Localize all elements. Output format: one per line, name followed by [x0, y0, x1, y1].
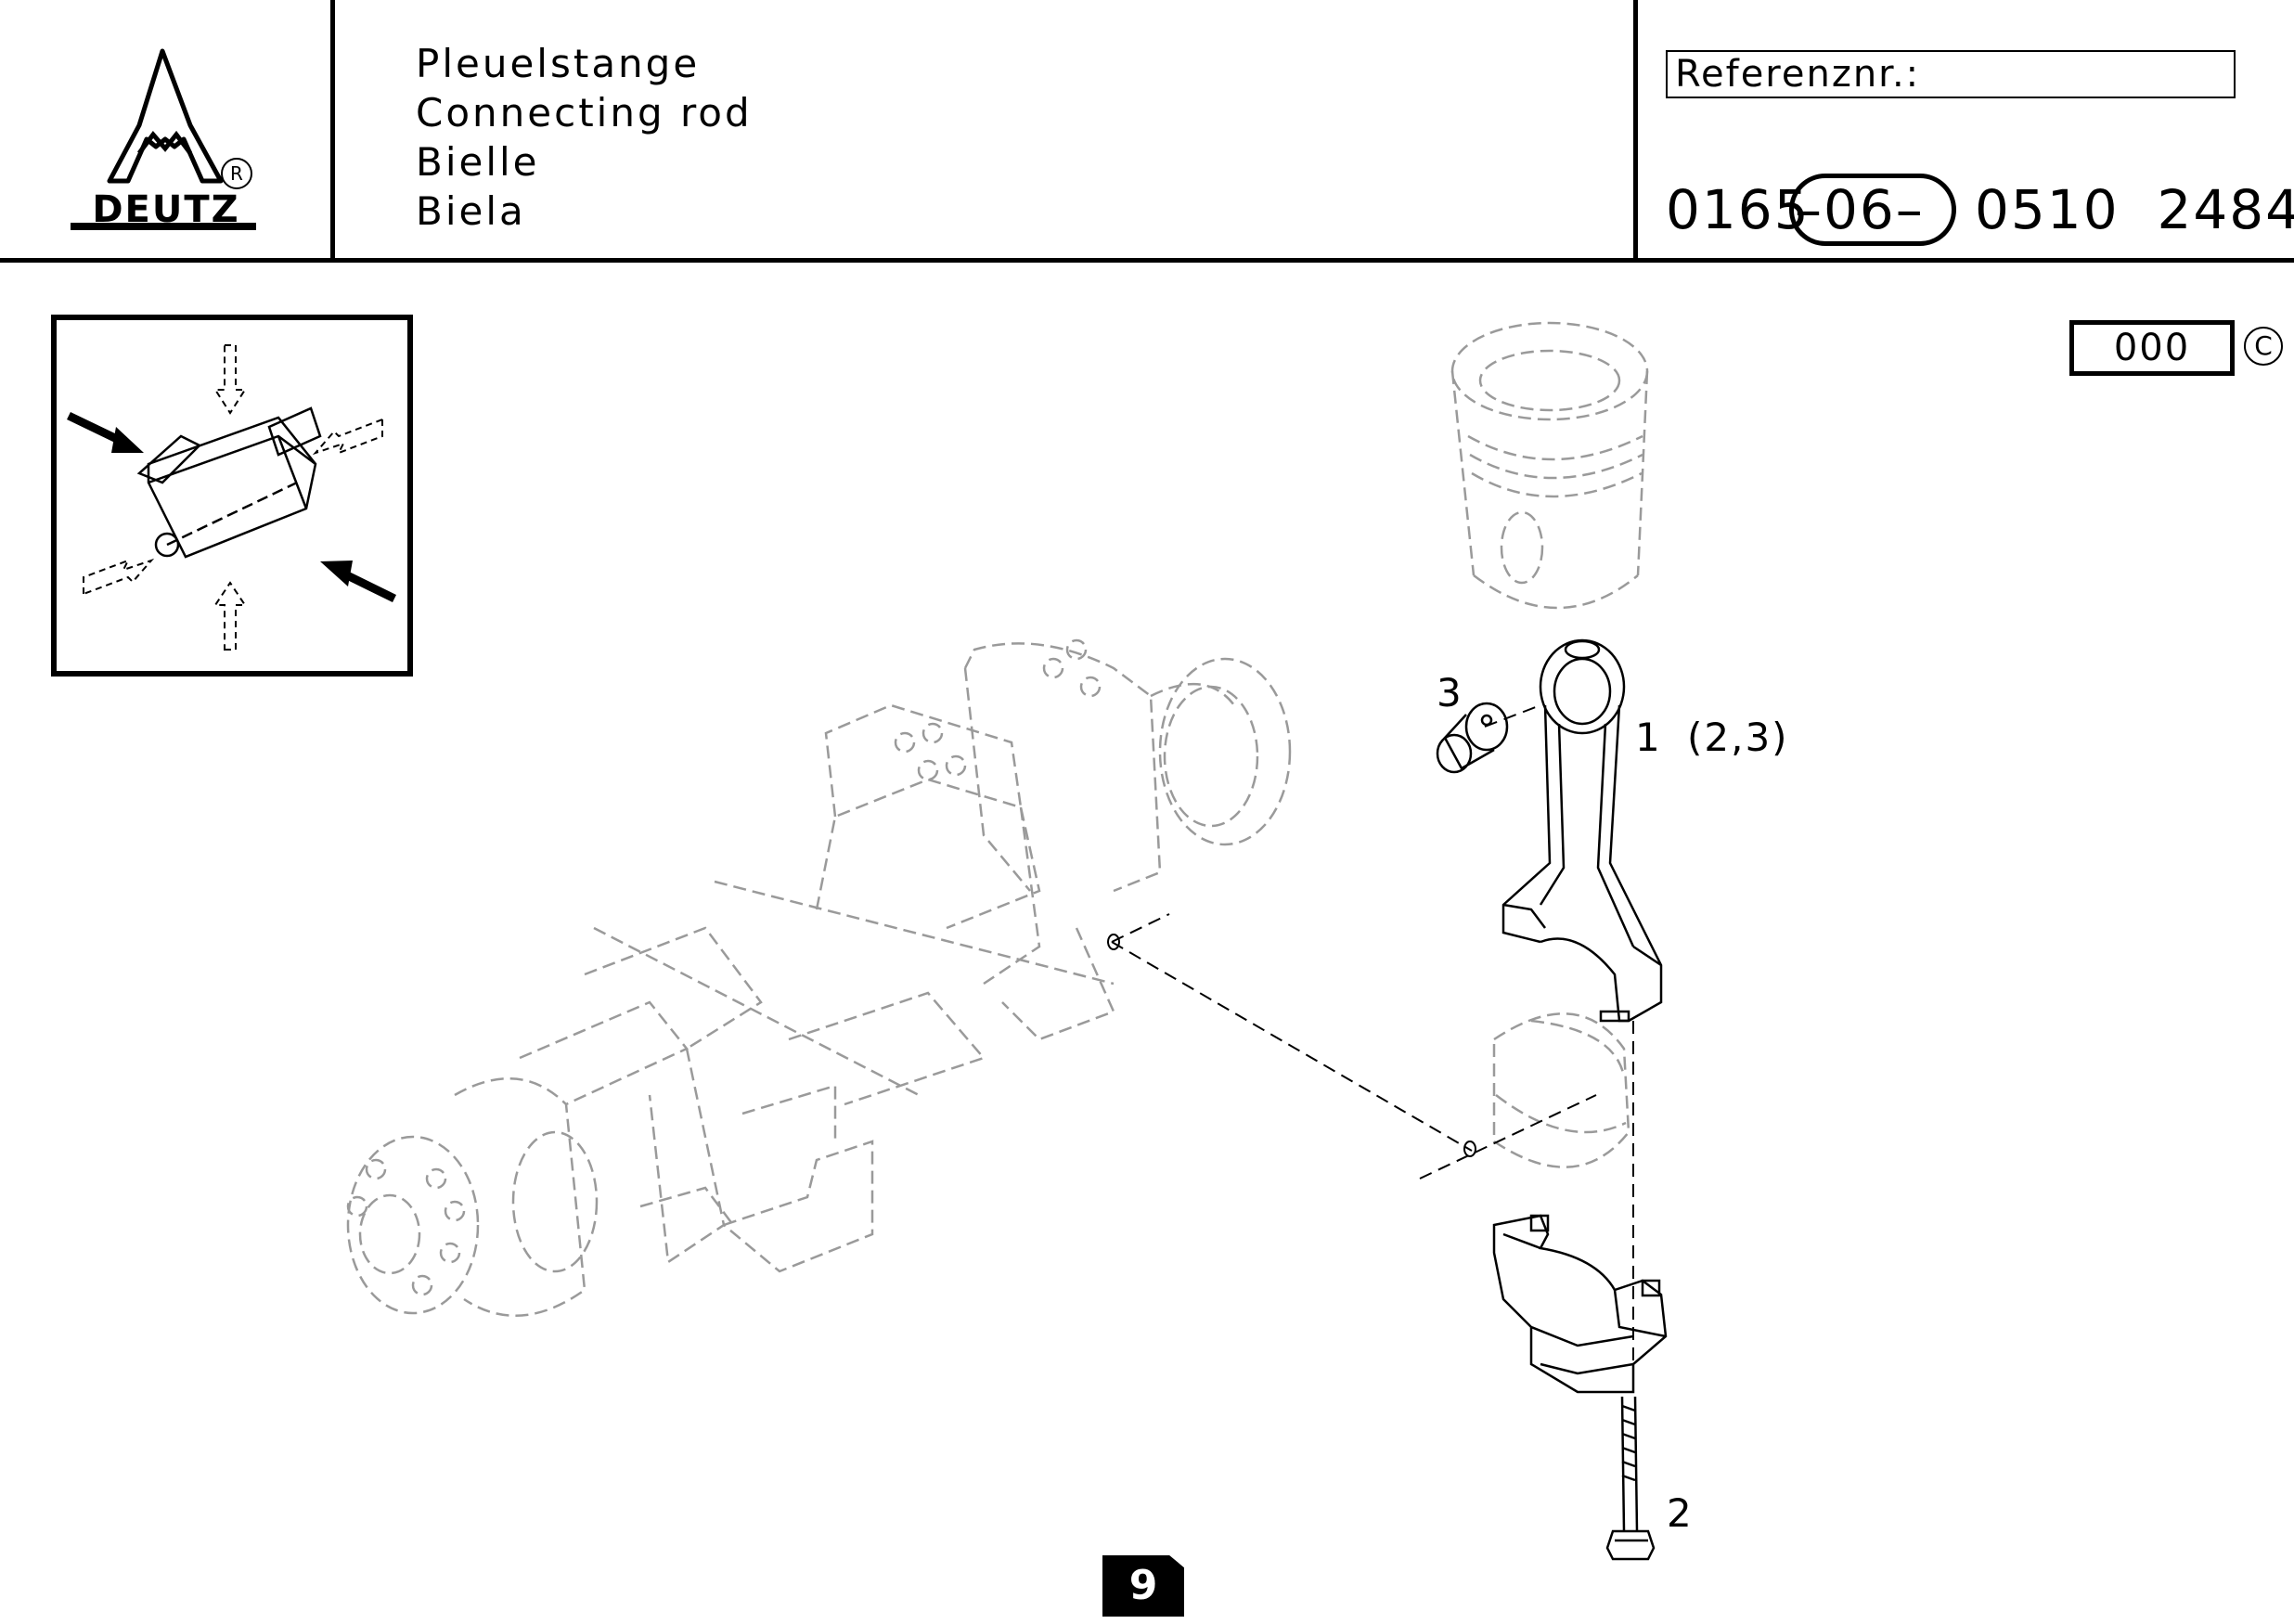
title-spanish: Biela: [416, 188, 526, 234]
title-german: Pleuelstange: [416, 41, 701, 86]
registered-mark-icon: R: [221, 158, 252, 189]
bearing-shell-outline: [1492, 1012, 1630, 1168]
callout-item-1: 1: [1635, 715, 1662, 760]
small-end-bush: [1436, 702, 1509, 774]
header-divider-left: [330, 0, 335, 263]
deutz-logo-icon: [71, 48, 256, 230]
connecting-rod-bolt: [1605, 1396, 1656, 1561]
part-number-prefix: 0165: [1666, 178, 1811, 241]
callout-item-2: 2: [1667, 1490, 1694, 1536]
header-bottom-rule: [0, 258, 2294, 263]
arrow-solid-bottom-right-icon: [320, 561, 396, 603]
crankshaft-outline: [346, 638, 1292, 1318]
logo-wordmark: DEUTZ: [92, 188, 240, 231]
part-number-group: –06–: [1795, 178, 1925, 241]
nut-tool-illustration: [136, 406, 322, 559]
page-number-badge: 9: [1102, 1555, 1184, 1617]
title-english: Connecting rod: [416, 90, 753, 135]
arrow-solid-top-left-icon: [67, 411, 144, 453]
assembly-centerlines: [1111, 704, 1634, 1392]
bearing-cap: [1492, 1214, 1668, 1394]
dowel-pins: [1107, 934, 1476, 1157]
part-group-highlight: [1789, 174, 1956, 246]
part-number-suffix: 0510 2484: [1975, 178, 2294, 241]
arrow-dashed-icons: [83, 344, 383, 651]
connecting-rod: [1501, 638, 1663, 1023]
reference-number-field: Referenznr.:: [1666, 50, 2236, 98]
title-french: Bielle: [416, 139, 540, 185]
copyright-icon: C: [2244, 327, 2283, 366]
callout-item-1-sub: (2,3): [1687, 715, 1789, 760]
revision-code-box: 000: [2069, 320, 2235, 376]
callout-item-3: 3: [1437, 670, 1463, 715]
tightening-inset-frame: [51, 315, 413, 677]
header-divider-right: [1633, 0, 1638, 263]
piston-outline: [1450, 321, 1649, 610]
